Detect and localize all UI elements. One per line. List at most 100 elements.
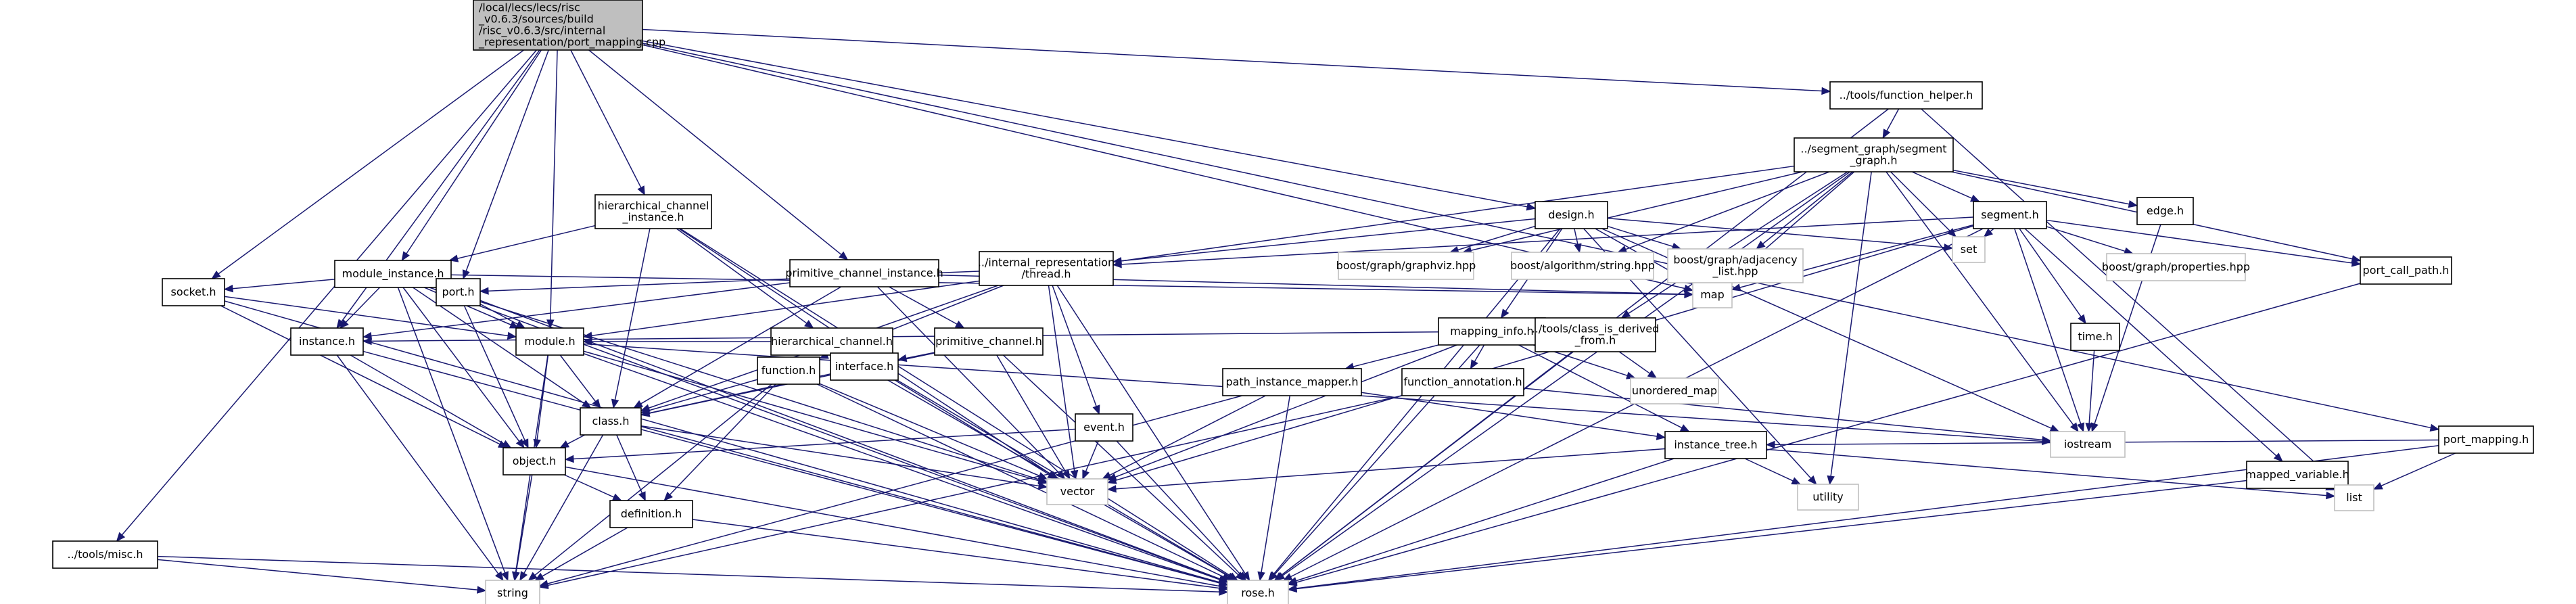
edge-line xyxy=(515,474,533,573)
edge-line xyxy=(876,286,1060,473)
edge-segment_graph-to-bg_alg_string xyxy=(1617,171,1830,253)
edge-line xyxy=(1886,171,2074,425)
node-box xyxy=(1222,368,1362,396)
node-module[interactable]: module.h xyxy=(515,327,584,356)
node-root: /local/lecs/lecs/risc_v0.6.3/sources/bui… xyxy=(473,0,665,51)
node-label: hierarchical_channel xyxy=(598,200,709,213)
edge-design-to-bg_alg_string xyxy=(1574,228,1582,254)
node-design[interactable]: design.h xyxy=(1535,201,1608,229)
node-hier-chan-inst[interactable]: hierarchical_channel_instance.h xyxy=(594,194,712,229)
node-label: ../internal_representation xyxy=(978,256,1115,270)
node-port[interactable]: port.h xyxy=(436,278,481,306)
node-socket[interactable]: socket.h xyxy=(162,278,225,306)
edge-arrowhead xyxy=(897,354,908,363)
node-class-is-derived[interactable]: ../tools/class_is_derived_from.h xyxy=(1532,317,1660,352)
edge-arrowhead xyxy=(2372,482,2383,490)
edge-arrowhead xyxy=(1679,424,1690,432)
node-object[interactable]: object.h xyxy=(502,447,566,475)
node-segment-graph[interactable]: ../segment_graph/segment_graph.h xyxy=(1794,137,1954,172)
node-box xyxy=(979,251,1114,286)
edge-line xyxy=(1952,169,2130,205)
node-edge[interactable]: edge.h xyxy=(2136,197,2194,225)
node-label: iostream xyxy=(2064,438,2111,450)
node-label: /local/lecs/lecs/risc xyxy=(479,1,580,14)
edge-arrowhead xyxy=(1620,310,1631,319)
edge-arrowhead xyxy=(1287,584,1298,593)
node-mapped-variable[interactable]: mapped_variable.h xyxy=(2245,461,2349,489)
edge-module-to-class xyxy=(559,354,601,409)
edge-root-to-hier_chan_inst xyxy=(570,49,645,196)
node-hier-chan[interactable]: hierarchical_channel.h xyxy=(770,327,893,356)
edge-line xyxy=(559,354,596,402)
node-instance[interactable]: instance.h xyxy=(290,327,364,356)
node-path-inst-mapper[interactable]: path_instance_mapper.h xyxy=(1222,368,1362,396)
edge-line xyxy=(1618,351,1650,374)
node-tools-misc[interactable]: ../tools/misc.h xyxy=(52,540,158,569)
edge-arrowhead xyxy=(1882,129,1891,139)
node-label: list xyxy=(2346,491,2362,504)
edge-root-to-port xyxy=(462,49,549,280)
edge-class-to-object xyxy=(559,434,586,448)
edge-root-to-socket xyxy=(211,49,524,279)
node-label: ../tools/function_helper.h xyxy=(1840,89,1973,102)
node-box xyxy=(2334,484,2374,511)
node-instance-tree[interactable]: instance_tree.h xyxy=(1664,431,1767,459)
node-box xyxy=(2360,256,2452,285)
edge-func_helper-to-list xyxy=(1921,108,2341,486)
node-box xyxy=(2136,197,2194,225)
edge-line xyxy=(819,383,1040,477)
edge-socket-to-rose xyxy=(224,300,1229,586)
node-mapping-info[interactable]: mapping_info.h xyxy=(1438,317,1546,346)
edge-arrowhead xyxy=(1269,571,1278,581)
edge-line xyxy=(2046,226,2126,252)
node-box xyxy=(485,580,540,604)
edge-function-to-definition xyxy=(663,384,776,501)
edge-arrowhead xyxy=(1827,475,1835,486)
node-box xyxy=(770,327,893,356)
node-port-mapping[interactable]: port_mapping.h xyxy=(2438,425,2534,454)
node-class[interactable]: class.h xyxy=(580,407,642,436)
edge-segment_graph-to-edge xyxy=(1952,169,2138,208)
edge-arrowhead xyxy=(1500,308,1509,319)
edge-line xyxy=(1048,285,1075,471)
node-func-annot[interactable]: function_annotation.h xyxy=(1401,368,1524,396)
node-segment[interactable]: segment.h xyxy=(1973,201,2047,229)
edge-segment_graph-to-utility xyxy=(1827,171,1872,486)
edge-arrowhead xyxy=(2085,423,2093,433)
edge-line xyxy=(640,425,1039,487)
edge-line xyxy=(157,559,478,590)
node-prim-chan[interactable]: primitive_channel.h xyxy=(934,327,1044,356)
node-prim-chan-inst[interactable]: primitive_channel_instance.h xyxy=(785,259,943,287)
edge-arrowhead xyxy=(538,581,549,590)
node-port-call-path[interactable]: port_call_path.h xyxy=(2360,256,2452,285)
node-function[interactable]: function.h xyxy=(757,356,820,385)
edge-thread-to-rose xyxy=(1056,285,1250,582)
edge-func_helper-to-segment_graph xyxy=(1882,108,1900,139)
edge-hier_chan_inst-to-rose xyxy=(680,228,1238,581)
edge-line xyxy=(1911,171,1973,199)
node-definition[interactable]: definition.h xyxy=(609,500,693,528)
node-label: instance_tree.h xyxy=(1674,438,1757,452)
node-label: object.h xyxy=(513,455,557,467)
node-module-instance[interactable]: module_instance.h xyxy=(334,260,452,288)
node-func-helper[interactable]: ../tools/function_helper.h xyxy=(1829,81,1983,110)
edge-arrowhead xyxy=(611,398,619,409)
node-thread[interactable]: ../internal_representation/thread.h xyxy=(978,251,1115,286)
edge-module-to-rose xyxy=(583,353,1229,584)
node-label: function_annotation.h xyxy=(1403,375,1522,389)
edge-line xyxy=(542,527,628,577)
node-label: boost/graph/adjacency xyxy=(1673,254,1797,266)
edge-line xyxy=(1474,344,1485,362)
edge-line xyxy=(996,354,1067,473)
node-event[interactable]: event.h xyxy=(1075,413,1133,442)
edge-module_instance-to-object xyxy=(402,287,525,449)
edge-definition-to-rose xyxy=(692,519,1229,593)
node-time[interactable]: time.h xyxy=(2070,323,2120,351)
edge-port_mapping-to-list xyxy=(2372,452,2456,490)
edge-arrowhead xyxy=(1070,469,1079,480)
edge-line xyxy=(564,474,615,498)
edge-line xyxy=(224,300,1220,583)
edge-line xyxy=(550,49,558,321)
node-interface[interactable]: interface.h xyxy=(830,352,899,381)
node-bg-graphviz: boost/graph/graphviz.hpp xyxy=(1336,252,1476,280)
